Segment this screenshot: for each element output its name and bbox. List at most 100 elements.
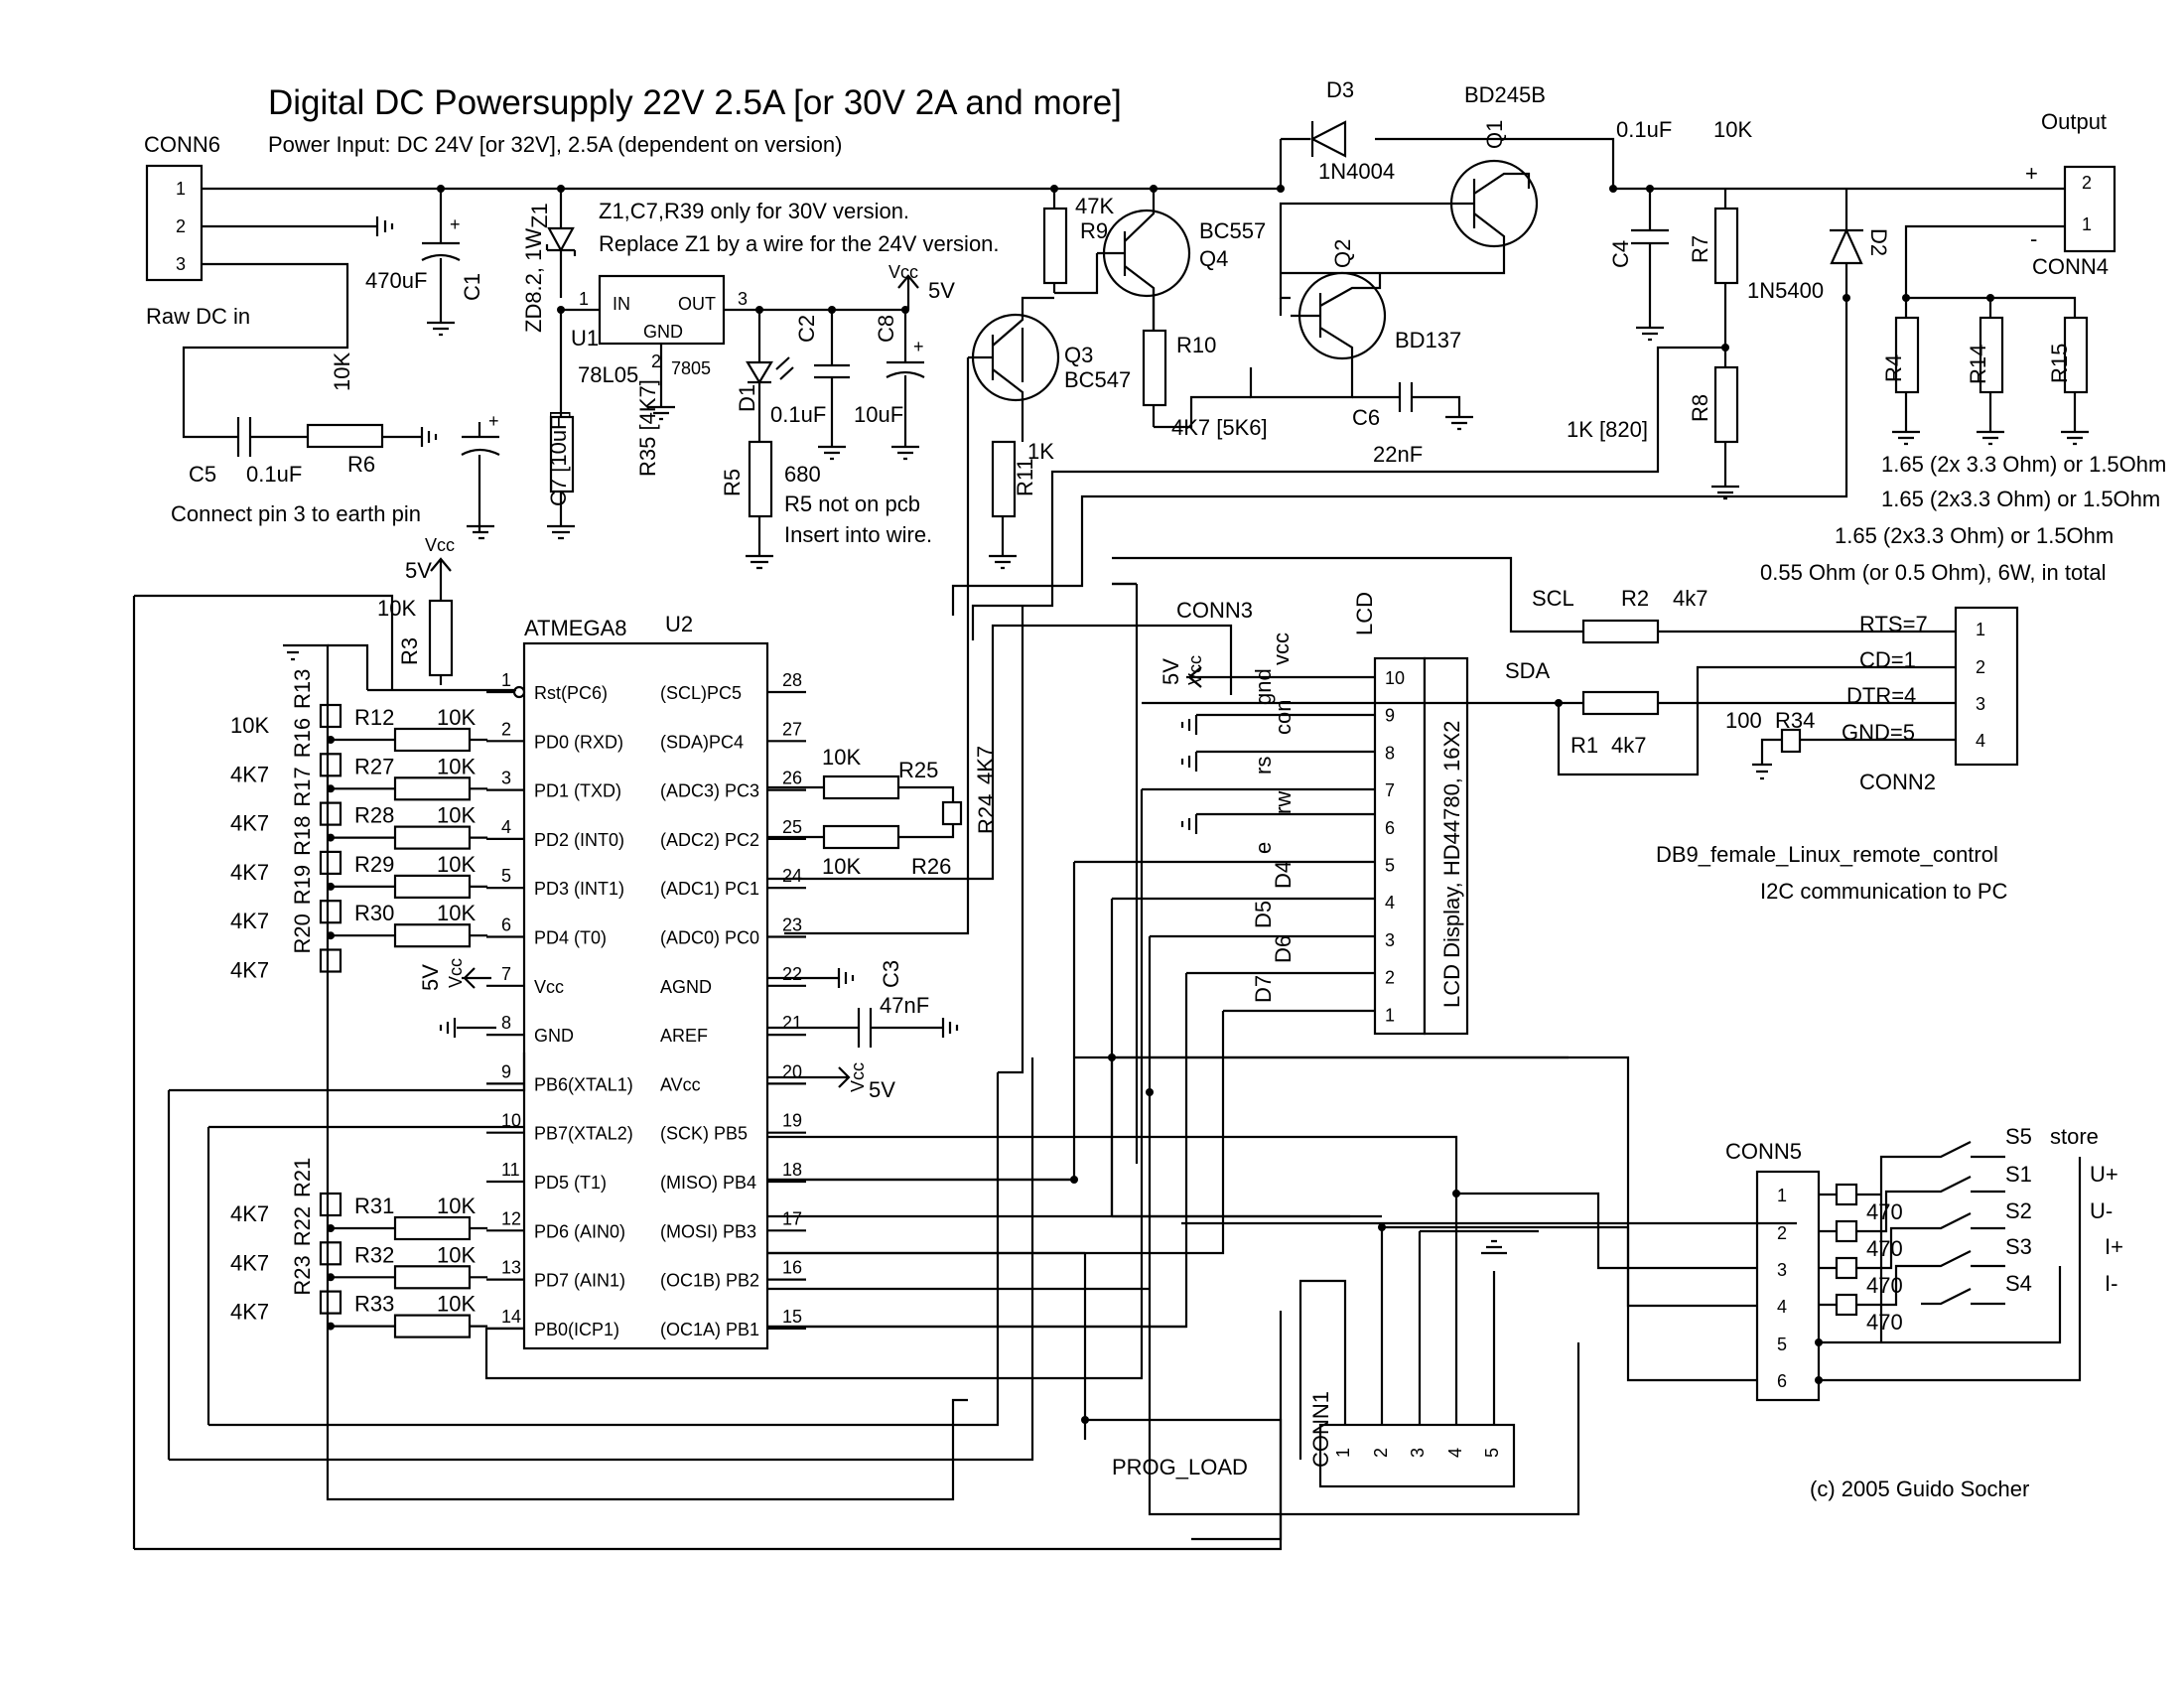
vcc-symbol: 5V Vcc bbox=[1159, 655, 1231, 688]
svg-text:2: 2 bbox=[1976, 657, 1985, 677]
ladder-resistor-value: 4K7 bbox=[230, 958, 269, 983]
db9-note: DB9_female_Linux_remote_control bbox=[1656, 842, 1998, 867]
mcu-left-pin-number: 6 bbox=[501, 915, 511, 935]
vcc-symbol: 5V Vcc bbox=[767, 1062, 895, 1102]
svg-text:47K: 47K bbox=[1075, 194, 1114, 218]
svg-text:+: + bbox=[488, 411, 499, 431]
svg-text:0.1uF: 0.1uF bbox=[1616, 117, 1672, 142]
mcu-left-pin-number: 11 bbox=[501, 1160, 520, 1180]
svg-text:SCL: SCL bbox=[1532, 586, 1574, 611]
svg-text:gnd: gnd bbox=[1251, 668, 1276, 705]
svg-text:5V: 5V bbox=[869, 1077, 895, 1102]
mcu-left-pin-number: 9 bbox=[501, 1061, 511, 1081]
mcu-right-pin-name: AGND bbox=[660, 977, 712, 997]
svg-text:470uF: 470uF bbox=[365, 268, 427, 293]
mcu-left-pin-name: PD3 (INT1) bbox=[534, 879, 624, 899]
svg-text:D2: D2 bbox=[1866, 228, 1891, 256]
mcu-left-pin-number: 10 bbox=[501, 1111, 521, 1131]
ladder-resistor-name: R13 bbox=[290, 669, 315, 709]
z1-note-1: Z1,C7,R39 only for 30V version. bbox=[599, 199, 909, 223]
r3-vcc: Vcc bbox=[425, 535, 455, 555]
svg-text:R6: R6 bbox=[347, 452, 375, 477]
mcu-left-pin-name: Rst(PC6) bbox=[534, 683, 608, 703]
r3-5v: 5V bbox=[405, 558, 432, 583]
mcu-right-pin-number: 17 bbox=[782, 1208, 802, 1228]
svg-text:4k7: 4k7 bbox=[1611, 733, 1646, 758]
mcu-right-pin-number: 19 bbox=[782, 1111, 802, 1131]
mcu-left-pin-name: PD0 (RXD) bbox=[534, 732, 623, 752]
mcu-left-pin-number: 8 bbox=[501, 1013, 511, 1033]
lcd-pin-labels: vcc gnd con rs rw e D4 D5 D6 D7 bbox=[1251, 633, 1296, 1003]
svg-text:470: 470 bbox=[1866, 1310, 1903, 1335]
mcu-left-pin-number: 5 bbox=[501, 866, 511, 886]
ladder-resistor-name: R22 bbox=[290, 1206, 315, 1246]
series-resistor-name: R28 bbox=[354, 803, 394, 828]
capacitor-c6: C6 22nF bbox=[1352, 382, 1473, 467]
atmega8-u2: ATMEGA8 U2 bbox=[522, 612, 769, 1350]
svg-text:R7: R7 bbox=[1688, 235, 1712, 263]
svg-text:R10: R10 bbox=[1176, 333, 1216, 357]
svg-text:1: 1 bbox=[2082, 214, 2092, 234]
series-resistor-name: R33 bbox=[354, 1292, 394, 1317]
shunt-resistors: R4 R14 R15 bbox=[1881, 298, 2089, 446]
svg-text:1N5400: 1N5400 bbox=[1747, 278, 1824, 303]
series-resistor bbox=[393, 727, 472, 753]
conn6-pin-3: 3 bbox=[176, 254, 186, 274]
svg-text:C3: C3 bbox=[879, 960, 903, 988]
resistor-r3: 10K R3 bbox=[377, 596, 454, 677]
svg-text:4: 4 bbox=[1777, 1297, 1787, 1317]
svg-text:3: 3 bbox=[1976, 694, 1985, 714]
resistor-r2: SCL R2 4k7 bbox=[1532, 586, 1707, 644]
lcd-display: LCD LCD Display, HD44780, 16X2 CONN3 bbox=[1176, 592, 1469, 1036]
shunt-note-2: 1.65 (2x3.3 Ohm) or 1.5Ohm bbox=[1881, 487, 2160, 511]
series-resistor-wire bbox=[331, 1276, 488, 1279]
svg-text:CONN1: CONN1 bbox=[1308, 1391, 1333, 1468]
svg-text:Vcc: Vcc bbox=[1185, 655, 1205, 685]
svg-text:CONN2: CONN2 bbox=[1859, 770, 1936, 794]
svg-text:R2: R2 bbox=[1621, 586, 1649, 611]
resistor-r26: 10K R26 bbox=[822, 824, 951, 879]
svg-text:BC557: BC557 bbox=[1199, 218, 1266, 243]
ladder-resistor bbox=[319, 948, 342, 973]
svg-text:OUT: OUT bbox=[678, 294, 716, 314]
svg-text:5V: 5V bbox=[1159, 658, 1183, 685]
mcu-right-pin-number: 16 bbox=[782, 1258, 802, 1278]
svg-text:U+: U+ bbox=[2090, 1162, 2118, 1187]
ladder-resistor-value: 4K7 bbox=[230, 1250, 269, 1275]
transistor-q2: Q2 BD137 bbox=[1249, 239, 1461, 399]
svg-text:2: 2 bbox=[2082, 173, 2092, 193]
svg-text:1: 1 bbox=[1777, 1186, 1787, 1205]
resistor-r10: R10 4K7 [5K6] bbox=[1142, 329, 1268, 440]
series-resistor-value: 10K bbox=[437, 1194, 476, 1218]
ladder-resistor-name: R16 bbox=[290, 718, 315, 758]
svg-text:Z1: Z1 bbox=[527, 203, 552, 228]
svg-text:Q2: Q2 bbox=[1330, 239, 1355, 268]
resistor-r34: 100 R34 bbox=[1725, 708, 1815, 780]
series-resistor bbox=[393, 1314, 472, 1338]
svg-text:R3: R3 bbox=[397, 637, 422, 665]
svg-text:2: 2 bbox=[651, 352, 661, 371]
mcu-left-pin-name: PB7(XTAL2) bbox=[534, 1124, 633, 1144]
ladder-resistor bbox=[319, 801, 342, 826]
svg-text:R35 [4K7]: R35 [4K7] bbox=[635, 379, 660, 477]
svg-text:con: con bbox=[1271, 700, 1296, 735]
svg-text:R8: R8 bbox=[1688, 394, 1712, 422]
r5-note-b: Insert into wire. bbox=[784, 522, 932, 547]
series-resistor-value: 10K bbox=[437, 803, 476, 828]
ladder-resistor-value: 10K bbox=[230, 713, 269, 738]
mcu-left-pin-name: PD7 (AIN1) bbox=[534, 1271, 625, 1291]
resistor-r5: R5 680 bbox=[720, 440, 821, 518]
svg-text:C5: C5 bbox=[189, 462, 216, 487]
copyright-note: (c) 2005 Guido Socher bbox=[1810, 1477, 2029, 1501]
mcu-right-pin-number: 21 bbox=[782, 1013, 802, 1033]
svg-text:D1: D1 bbox=[735, 384, 759, 412]
mcu-right-pin-number: 23 bbox=[782, 915, 802, 935]
resistor-r9 bbox=[1042, 207, 1068, 285]
conn1-connector: CONN1 1 2 3 4 5 PROG_LOAD bbox=[1112, 1391, 1516, 1488]
series-resistor bbox=[393, 1215, 472, 1241]
series-resistor-wire bbox=[331, 934, 488, 937]
ladder-resistor-value: 4K7 bbox=[230, 762, 269, 786]
svg-text:4k7: 4k7 bbox=[1673, 586, 1707, 611]
mcu-left-pin-number: 4 bbox=[501, 817, 511, 837]
power-input-note: Power Input: DC 24V [or 32V], 2.5A (depe… bbox=[268, 132, 842, 157]
